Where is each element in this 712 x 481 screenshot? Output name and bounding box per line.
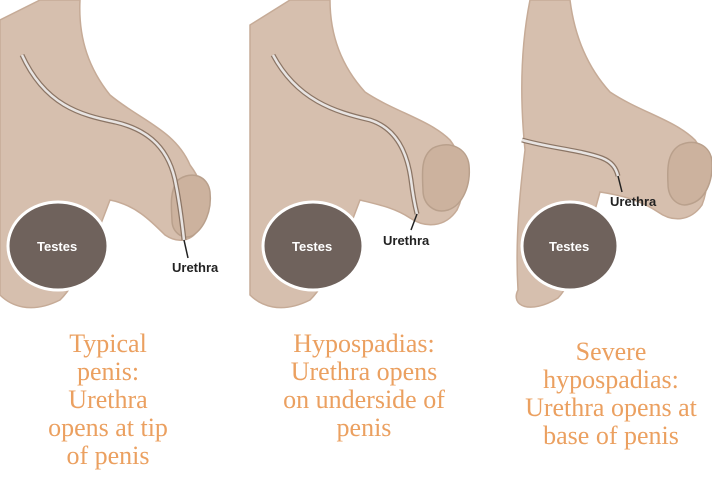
urethra-leader	[184, 240, 188, 258]
testes-label: Testes	[549, 239, 589, 254]
panel-severe-hypospadias: Testes Urethra Severe hypospadias: Ureth…	[490, 0, 712, 481]
glans-shape	[422, 145, 469, 211]
urethra-label: Urethra	[383, 233, 430, 248]
typical-anatomy-illustration: Testes Urethra	[0, 0, 240, 320]
urethra-label: Urethra	[172, 260, 219, 275]
panel-typical: Testes Urethra Typical penis: Urethra op…	[0, 0, 240, 481]
severe-hypospadias-anatomy-illustration: Testes Urethra	[490, 0, 712, 320]
urethra-label: Urethra	[610, 194, 657, 209]
caption-severe-hypospadias: Severe hypospadias: Urethra opens at bas…	[510, 338, 712, 450]
caption-hypospadias: Hypospadias: Urethra opens on underside …	[253, 330, 475, 442]
caption-typical: Typical penis: Urethra opens at tip of p…	[28, 330, 188, 470]
hypospadias-anatomy-illustration: Testes Urethra	[245, 0, 480, 320]
panel-hypospadias: Testes Urethra Hypospadias: Urethra open…	[245, 0, 480, 481]
testes-label: Testes	[37, 239, 77, 254]
testes-label: Testes	[292, 239, 332, 254]
